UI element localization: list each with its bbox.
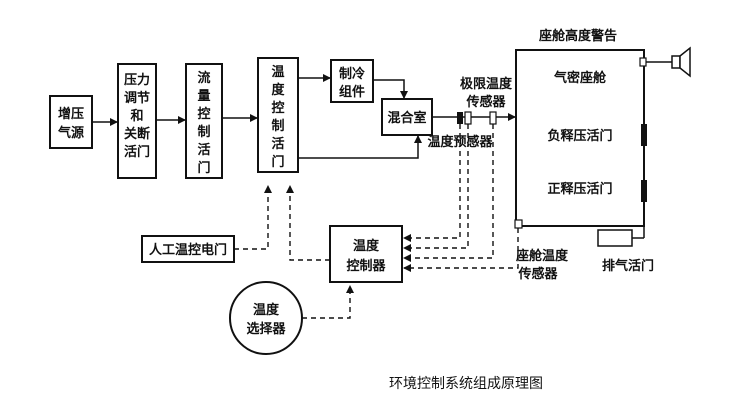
refrigeration-unit-node: 制冷 组件 xyxy=(330,59,374,103)
pressure-regulating-shutoff-valve-node: 压力 调节 和 关断 活门 xyxy=(117,63,157,179)
svg-text:温度: 温度 xyxy=(253,302,280,318)
svg-text:选择器: 选择器 xyxy=(246,321,286,337)
arrow-refrigeration-to-mixing xyxy=(373,79,408,99)
svg-text:调节: 调节 xyxy=(124,90,150,106)
flow-control-valve-node: 流 量 控 制 活 门 xyxy=(185,63,223,179)
dashed-controller-to-temp-valve xyxy=(286,185,330,261)
svg-text:量: 量 xyxy=(197,89,210,104)
exhaust-valve-label: 排气活门 xyxy=(602,258,654,274)
cabin-altitude-warning-label: 座舱高度警告 xyxy=(538,28,617,44)
diagram-caption: 环境控制系统组成原理图 xyxy=(389,376,543,392)
svg-text:温度: 温度 xyxy=(353,238,380,254)
temperature-control-valve-node: 温 度 控 制 活 门 xyxy=(257,57,299,173)
svg-text:门: 门 xyxy=(197,160,210,176)
negative-relief-valve-icon xyxy=(641,124,647,146)
svg-text:活: 活 xyxy=(197,142,210,158)
svg-text:活门: 活门 xyxy=(124,144,150,160)
svg-text:和: 和 xyxy=(130,108,143,124)
altitude-warning-switch-icon xyxy=(639,57,647,67)
svg-text:组件: 组件 xyxy=(339,84,365,100)
svg-text:活: 活 xyxy=(271,136,284,152)
svg-text:增压: 增压 xyxy=(58,106,84,122)
positive-relief-valve-label: 正释压活门 xyxy=(547,181,612,197)
dashed-pre-sensor2-to-controller xyxy=(403,124,469,252)
svg-text:制冷: 制冷 xyxy=(339,66,365,82)
svg-text:门: 门 xyxy=(271,154,284,170)
dashed-pre-sensor-to-controller xyxy=(403,124,461,242)
temperature-pre-sensor-icon xyxy=(457,111,472,125)
manual-temperature-control-valve-node: 人工温控电门 xyxy=(141,235,235,263)
svg-text:人工温控电门: 人工温控电门 xyxy=(149,242,227,258)
limit-temperature-sensor-label-2: 传感器 xyxy=(465,94,506,110)
svg-text:温: 温 xyxy=(271,65,284,80)
svg-text:控制器: 控制器 xyxy=(346,258,386,274)
booster-air-source-node: 增压 气源 xyxy=(49,95,93,149)
exhaust-valve-node: 排气活门 xyxy=(597,226,654,274)
svg-text:关断: 关断 xyxy=(124,126,150,142)
dashed-manual-to-temp-valve xyxy=(234,185,272,250)
negative-relief-valve-label: 负释压活门 xyxy=(547,128,612,144)
dashed-selector-to-controller xyxy=(302,285,354,319)
svg-text:度: 度 xyxy=(271,82,285,98)
svg-text:流: 流 xyxy=(197,70,210,86)
temperature-controller-node: 温度 控制器 xyxy=(329,225,403,283)
svg-text:制: 制 xyxy=(197,124,210,140)
pressurized-cabin-node: 座舱高度警告 气密座舱 负释压活门 正释压活门 xyxy=(515,28,645,227)
pressurized-cabin-label: 气密座舱 xyxy=(554,70,607,86)
limit-temperature-sensor-label-1: 极限温度 xyxy=(460,76,513,92)
mixing-chamber-node: 混合室 xyxy=(381,98,433,136)
positive-relief-valve-icon xyxy=(641,180,647,202)
svg-text:控: 控 xyxy=(197,106,210,122)
cabin-temperature-sensor-icon xyxy=(514,219,523,229)
svg-text:混合室: 混合室 xyxy=(387,110,426,126)
dashed-cabin-sensor-to-controller xyxy=(403,228,519,272)
limit-temperature-sensor-icon xyxy=(489,111,497,125)
temperature-selector-node: 温度 选择器 xyxy=(229,281,303,355)
cabin-temperature-sensor-label-2: 传感器 xyxy=(517,266,558,282)
svg-text:气源: 气源 xyxy=(58,125,84,141)
warning-horn-icon xyxy=(644,46,691,78)
arrow-bypass-to-mixing xyxy=(298,135,422,159)
cabin-temperature-sensor-label-1: 座舱温度 xyxy=(515,248,569,264)
svg-text:控: 控 xyxy=(271,100,284,116)
svg-text:压力: 压力 xyxy=(124,72,150,88)
dashed-limit-sensor-to-controller xyxy=(403,124,494,262)
svg-text:制: 制 xyxy=(271,118,284,134)
